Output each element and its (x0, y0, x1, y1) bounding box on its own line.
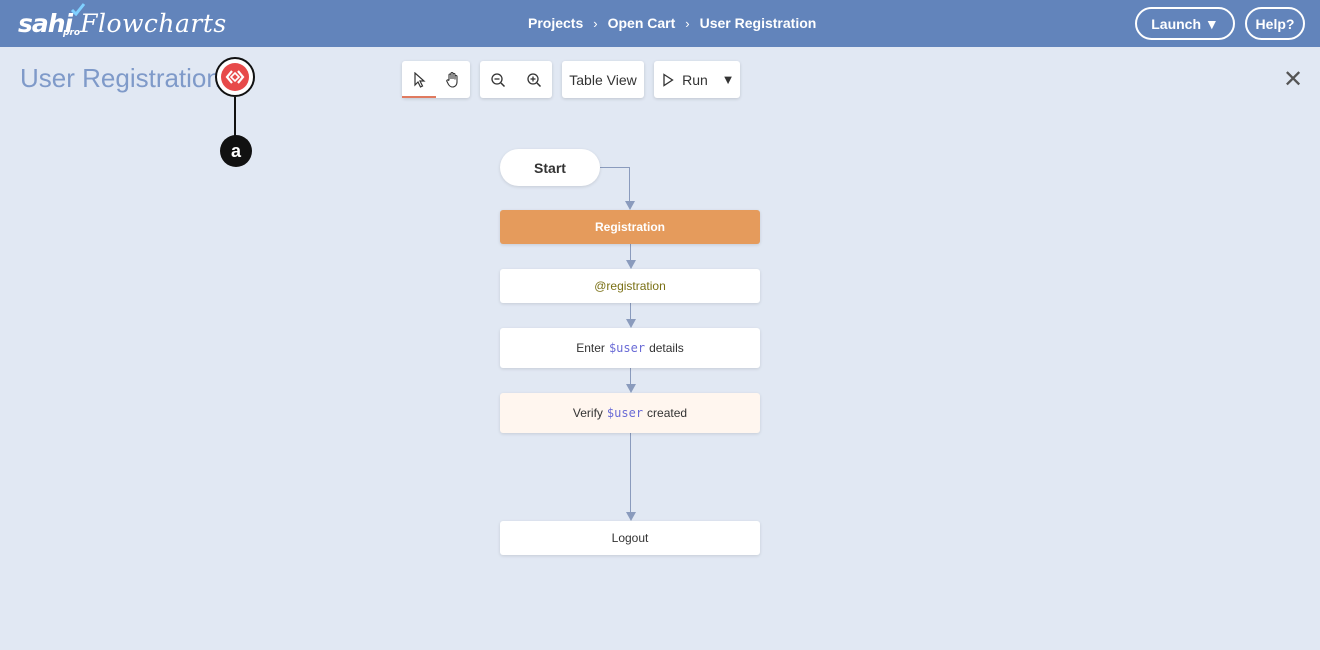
step-text: Verify (572, 406, 603, 420)
breadcrumb-projects[interactable]: Projects (528, 15, 584, 31)
connector-start-down (629, 167, 630, 202)
connector (630, 244, 631, 262)
zoom-out-button[interactable] (480, 61, 516, 98)
callout-marker: a (220, 135, 252, 167)
pointer-tool-button[interactable] (402, 61, 436, 98)
page-title: User Registration (20, 63, 221, 93)
close-icon[interactable]: ✕ (1282, 65, 1304, 93)
zoom-tool-group (480, 61, 552, 98)
step-node-verify-created[interactable]: Verify $user created (500, 393, 760, 433)
step-variable: $user (606, 406, 644, 420)
connector-start-right (600, 167, 630, 168)
connector (630, 303, 631, 321)
breadcrumb: Projects › Open Cart › User Registration (528, 15, 816, 31)
step-text: details (649, 341, 684, 355)
logo-product: Flowcharts (80, 8, 227, 38)
step-node-logout[interactable]: Logout (500, 521, 760, 555)
run-button[interactable]: Run (654, 61, 716, 98)
breadcrumb-separator: › (593, 15, 598, 31)
app-logo[interactable]: sahi pro Flowcharts (18, 3, 227, 40)
arrowhead (626, 384, 636, 393)
arrowhead (626, 260, 636, 269)
arrowhead (626, 319, 636, 328)
hand-icon (446, 71, 458, 88)
logo-sub: pro (63, 28, 81, 38)
play-icon (663, 72, 674, 87)
breadcrumb-current: User Registration (699, 15, 817, 31)
top-bar: sahi pro Flowcharts Projects › Open Cart… (0, 0, 1320, 47)
callout-line (234, 97, 236, 137)
zoom-in-button[interactable] (516, 61, 552, 98)
sahi-badge-button[interactable] (215, 57, 255, 97)
pointer-icon (414, 71, 426, 88)
logo-brand: sahi (18, 8, 73, 38)
launch-button[interactable]: Launch ▼ (1135, 7, 1235, 40)
breadcrumb-separator: › (685, 15, 690, 31)
arrowhead (626, 512, 636, 521)
step-text: created (647, 406, 688, 420)
hand-tool-button[interactable] (436, 61, 470, 98)
step-variable: $user (608, 341, 646, 355)
connector (630, 433, 631, 514)
start-node[interactable]: Start (500, 149, 600, 186)
breadcrumb-open-cart[interactable]: Open Cart (607, 15, 676, 31)
run-label: Run (682, 71, 708, 88)
help-button[interactable]: Help? (1245, 7, 1305, 40)
run-dropdown-button[interactable]: ▼ (721, 72, 735, 87)
arrowhead (625, 201, 635, 210)
step-text: Enter (576, 341, 605, 355)
active-tool-indicator (402, 96, 436, 98)
section-node-registration[interactable]: Registration (500, 210, 760, 244)
sahi-badge-icon (221, 63, 249, 91)
step-node-enter-details[interactable]: Enter $user details (500, 328, 760, 368)
connector (630, 368, 631, 386)
zoom-in-icon (527, 72, 542, 87)
tag-node[interactable]: @registration (500, 269, 760, 303)
zoom-out-icon (491, 72, 506, 87)
table-view-button[interactable]: Table View (562, 61, 644, 98)
selection-tool-group (402, 61, 470, 98)
run-button-group: Run ▼ (654, 61, 740, 98)
logo-check-icon (70, 3, 86, 16)
